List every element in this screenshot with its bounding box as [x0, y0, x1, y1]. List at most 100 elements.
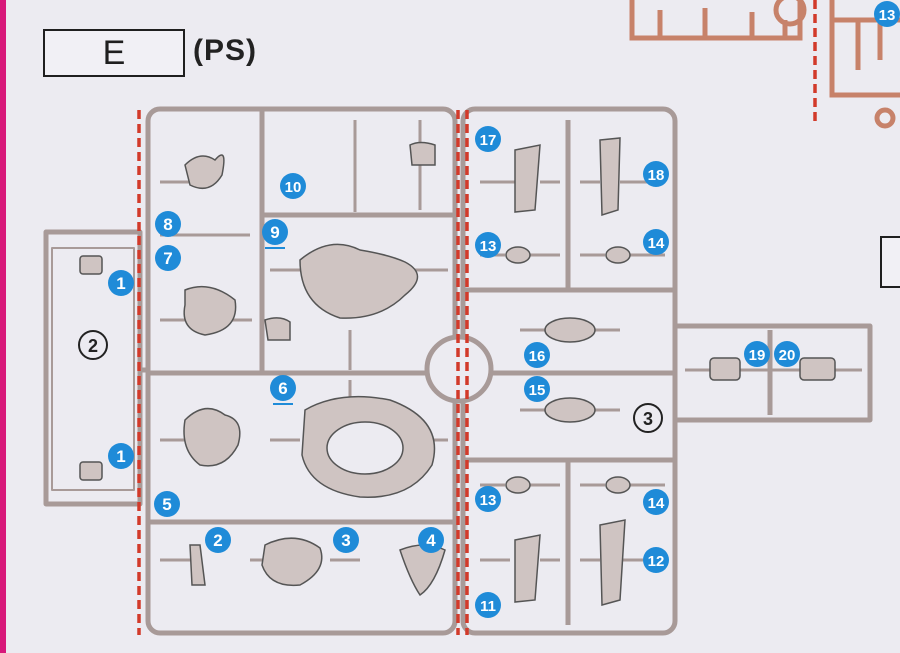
- plastic-parts: [79, 137, 836, 606]
- callout-number: 14: [648, 495, 665, 512]
- part-forearm-18: [599, 137, 621, 217]
- part-ring-hole: [326, 421, 404, 475]
- callout-number: 4: [426, 531, 436, 550]
- part-block-20: [799, 357, 836, 381]
- callout-part-19: 19: [744, 341, 770, 367]
- callout-number: 11: [480, 598, 496, 615]
- callout-part-1: 1: [108, 270, 134, 296]
- callout-badge: [108, 270, 134, 296]
- callout-number: 17: [480, 132, 497, 149]
- spru-material-label: (PS): [193, 34, 257, 67]
- callout-badge: [643, 547, 669, 573]
- callout-badge: [475, 126, 501, 152]
- callout-part-14: 14: [643, 229, 669, 255]
- runner-tag-right: 3: [633, 403, 663, 433]
- callout-part-18: 18: [643, 161, 669, 187]
- part-joint-14-lower: [605, 476, 631, 494]
- callout-number: 14: [648, 235, 665, 252]
- part-foot-15: [544, 397, 596, 423]
- part-forearm-17: [514, 144, 541, 213]
- callout-part-8: 8: [155, 211, 181, 237]
- callout-badge: [475, 232, 501, 258]
- callout-number: 10: [285, 179, 302, 196]
- callout-badge: [155, 245, 181, 271]
- callout-badge: [262, 219, 288, 245]
- callout-number: 2: [213, 531, 222, 550]
- spru-label-box: E: [43, 29, 185, 77]
- part-joint-13: [505, 246, 531, 264]
- callout-number: 1: [116, 274, 125, 293]
- callout-part-16: 16: [524, 342, 550, 368]
- callout-badge: [475, 486, 501, 512]
- part-helmet-piece: [184, 154, 225, 190]
- callout-number: 8: [163, 215, 172, 234]
- callout-part-4: 4: [418, 527, 444, 553]
- runner-gates: [160, 120, 862, 562]
- callout-badge: [205, 527, 231, 553]
- callout-badge: [524, 376, 550, 402]
- callout-badge: [744, 341, 770, 367]
- part-shoulder-piece: [183, 285, 237, 336]
- callout-badge: [108, 443, 134, 469]
- callout-badge: [280, 173, 306, 199]
- page-edge-stripe: [0, 0, 6, 653]
- part-small-blade-2: [189, 544, 206, 586]
- callout-part-15: 15: [524, 376, 550, 402]
- next-spru-label-box: [880, 236, 900, 288]
- callout-badge: [154, 491, 180, 517]
- callout-badge: [333, 527, 359, 553]
- callout-number: 15: [529, 382, 546, 399]
- red-dashed-dividers: [137, 0, 817, 635]
- callout-part-7: 7: [155, 245, 181, 271]
- callout-part-2: 2: [205, 527, 231, 553]
- callout-number: 18: [648, 167, 665, 184]
- callout-part-13: 13: [475, 486, 501, 512]
- callout-number: 3: [341, 531, 350, 550]
- callout-number: 13: [480, 492, 497, 509]
- callout-number: 6: [278, 379, 287, 398]
- callout-part-1: 1: [108, 443, 134, 469]
- part-leg-12: [599, 519, 626, 606]
- part-joint-14: [605, 246, 631, 264]
- callout-number: 13: [480, 238, 497, 255]
- part-block-1-lower: [79, 461, 103, 481]
- callout-part-12: 12: [643, 547, 669, 573]
- callout-number: 19: [749, 347, 766, 364]
- callout-number: 16: [529, 348, 546, 365]
- part-foot-16: [544, 317, 596, 343]
- callout-badge: [643, 161, 669, 187]
- callout-part-17: 17: [475, 126, 501, 152]
- neighbor-spru-top-right: [629, 0, 900, 129]
- runner-tag-left: 2: [78, 330, 108, 360]
- callout-badge: [643, 489, 669, 515]
- part-visor: [261, 537, 323, 587]
- callout-number: 5: [162, 495, 171, 514]
- callout-part-5: 5: [154, 491, 180, 517]
- part-block-19: [709, 357, 741, 381]
- callout-badge: [418, 527, 444, 553]
- runner-number-right: 3: [643, 409, 653, 429]
- part-clip-mid: [264, 317, 291, 341]
- callout-part-10: 10: [280, 173, 306, 199]
- part-joint-13-lower: [505, 476, 531, 494]
- spru-letter: E: [102, 33, 126, 72]
- callout-number: 9: [270, 223, 279, 242]
- callout-part-14: 14: [643, 489, 669, 515]
- callout-badge: [643, 229, 669, 255]
- part-arc-armor: [299, 243, 419, 319]
- callout-part-13: 13: [475, 232, 501, 258]
- part-leg-11: [514, 534, 541, 603]
- callout-number: 13: [879, 7, 896, 24]
- callout-part-13: 13: [874, 1, 900, 27]
- part-small-blade-4: [399, 544, 446, 597]
- callout-badge: [475, 592, 501, 618]
- callout-part-11: 11: [475, 592, 501, 618]
- part-gear-head: [183, 407, 241, 467]
- callout-number: 7: [163, 249, 172, 268]
- callout-part-3: 3: [333, 527, 359, 553]
- callout-badge: [155, 211, 181, 237]
- callout-badge: [524, 342, 550, 368]
- callout-part-20: 20: [774, 341, 800, 367]
